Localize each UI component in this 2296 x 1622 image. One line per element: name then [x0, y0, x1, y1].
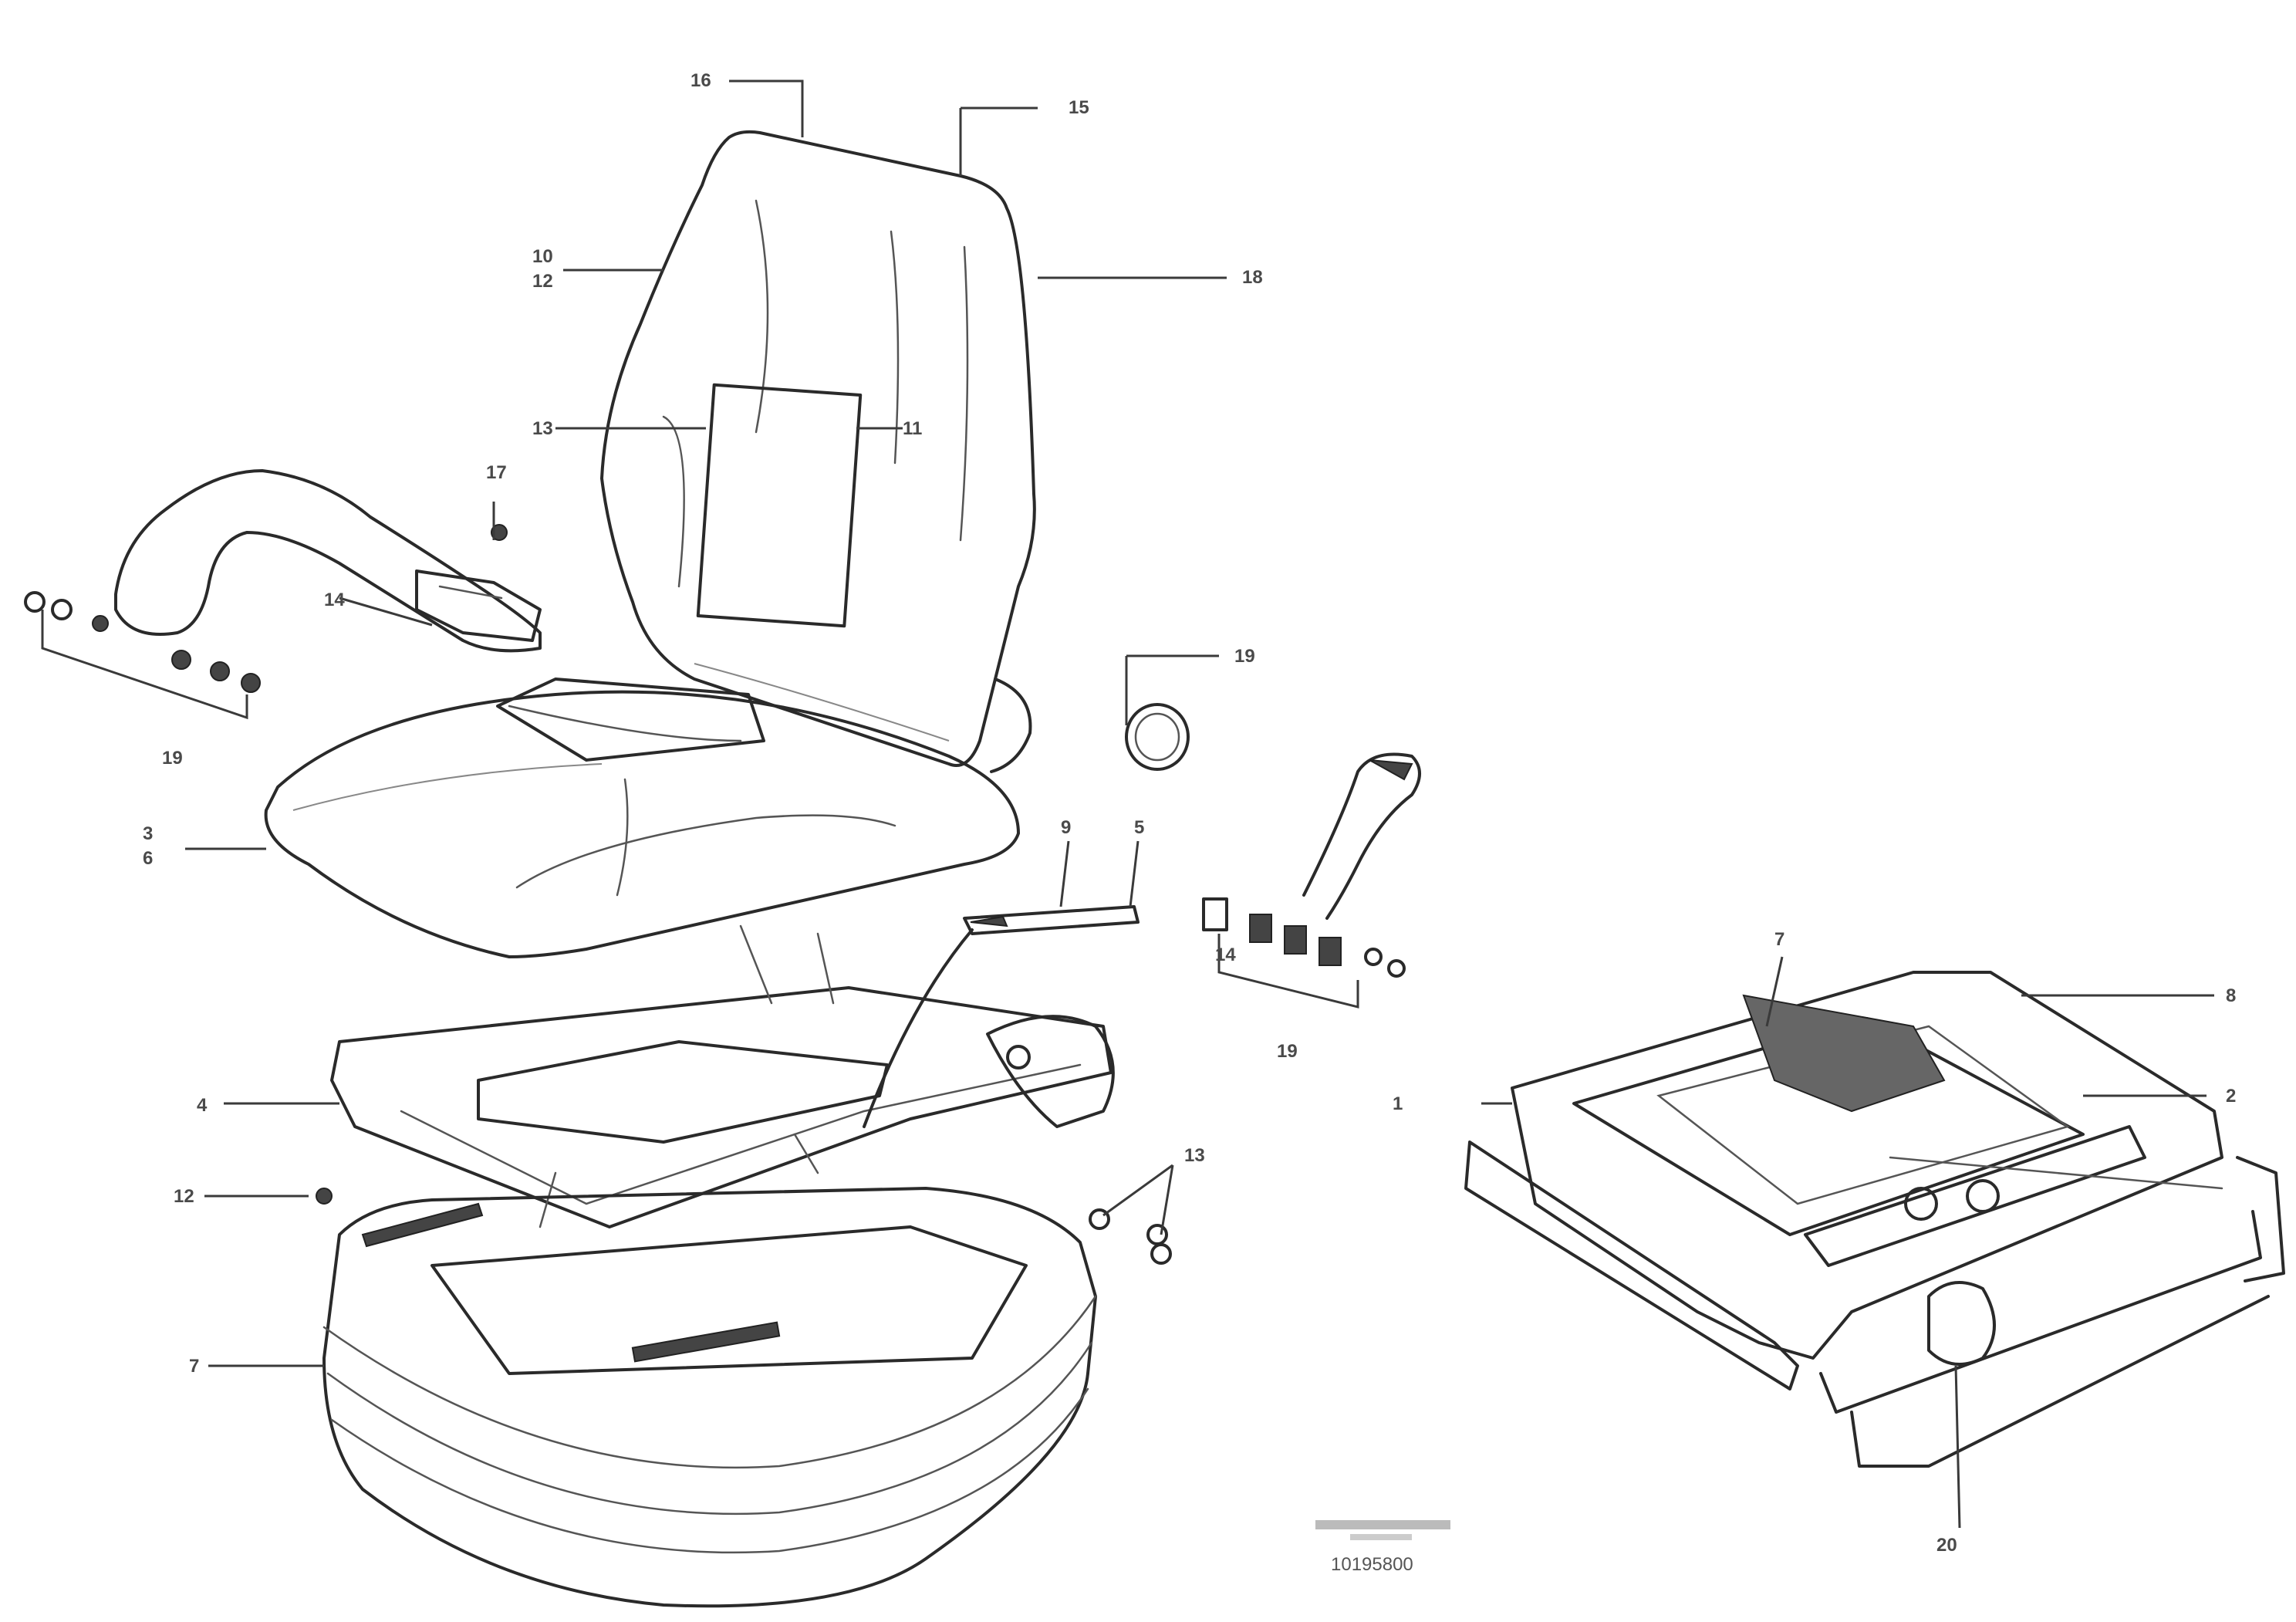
callout-6: 6 [143, 848, 153, 869]
callout-17: 17 [486, 462, 507, 483]
callout-19-lever: 19 [1277, 1041, 1298, 1062]
cylinder-part [1125, 703, 1190, 771]
washer-part [1089, 1208, 1110, 1230]
callout-12-left: 12 [174, 1186, 194, 1207]
callout-labels: 16 15 18 10 12 13 11 17 14 19 19 3 6 9 5… [143, 70, 2236, 1556]
callout-11: 11 [903, 418, 922, 439]
callout-1: 1 [1393, 1093, 1403, 1114]
callout-7-left: 7 [189, 1356, 199, 1377]
callout-10: 10 [532, 246, 553, 267]
callout-2: 2 [2226, 1086, 2236, 1107]
callout-8: 8 [2226, 985, 2236, 1006]
fastener-set-middle [1202, 897, 1406, 1009]
callout-18: 18 [1242, 267, 1263, 288]
callout-4: 4 [197, 1095, 208, 1116]
callout-7-right: 7 [1774, 929, 1784, 950]
slide-rail-assembly [1464, 971, 2285, 1468]
callout-13-right: 13 [1184, 1145, 1205, 1166]
seat-cushion [264, 678, 1020, 958]
adjustment-lever [1302, 752, 1421, 920]
callout-19-left: 19 [162, 748, 183, 769]
bolt-part [316, 1188, 333, 1205]
suspension-base [322, 1187, 1097, 1608]
leader-lines [185, 79, 2214, 1529]
callout-16: 16 [690, 70, 711, 91]
callout-9: 9 [1061, 817, 1071, 838]
seat-frame [330, 924, 1115, 1228]
cable-assembly [863, 905, 1140, 1128]
callout-5: 5 [1134, 817, 1144, 838]
backrest [600, 130, 1036, 773]
fastener-set-left [24, 591, 261, 720]
callout-14: 14 [324, 590, 345, 610]
callout-12: 12 [532, 271, 553, 292]
callout-13: 13 [532, 418, 553, 439]
drawing-reference-number: 10195800 [1331, 1554, 1413, 1575]
armrest [114, 469, 542, 653]
drawing-reference: 10195800 [1315, 1520, 1450, 1575]
bolt-part-top [491, 524, 508, 541]
callout-14-lower: 14 [1215, 944, 1236, 965]
callout-15: 15 [1069, 97, 1089, 118]
nut-part [1146, 1224, 1168, 1245]
callout-19-mid: 19 [1234, 646, 1255, 667]
callout-20: 20 [1936, 1535, 1957, 1556]
callout-3: 3 [143, 823, 153, 844]
